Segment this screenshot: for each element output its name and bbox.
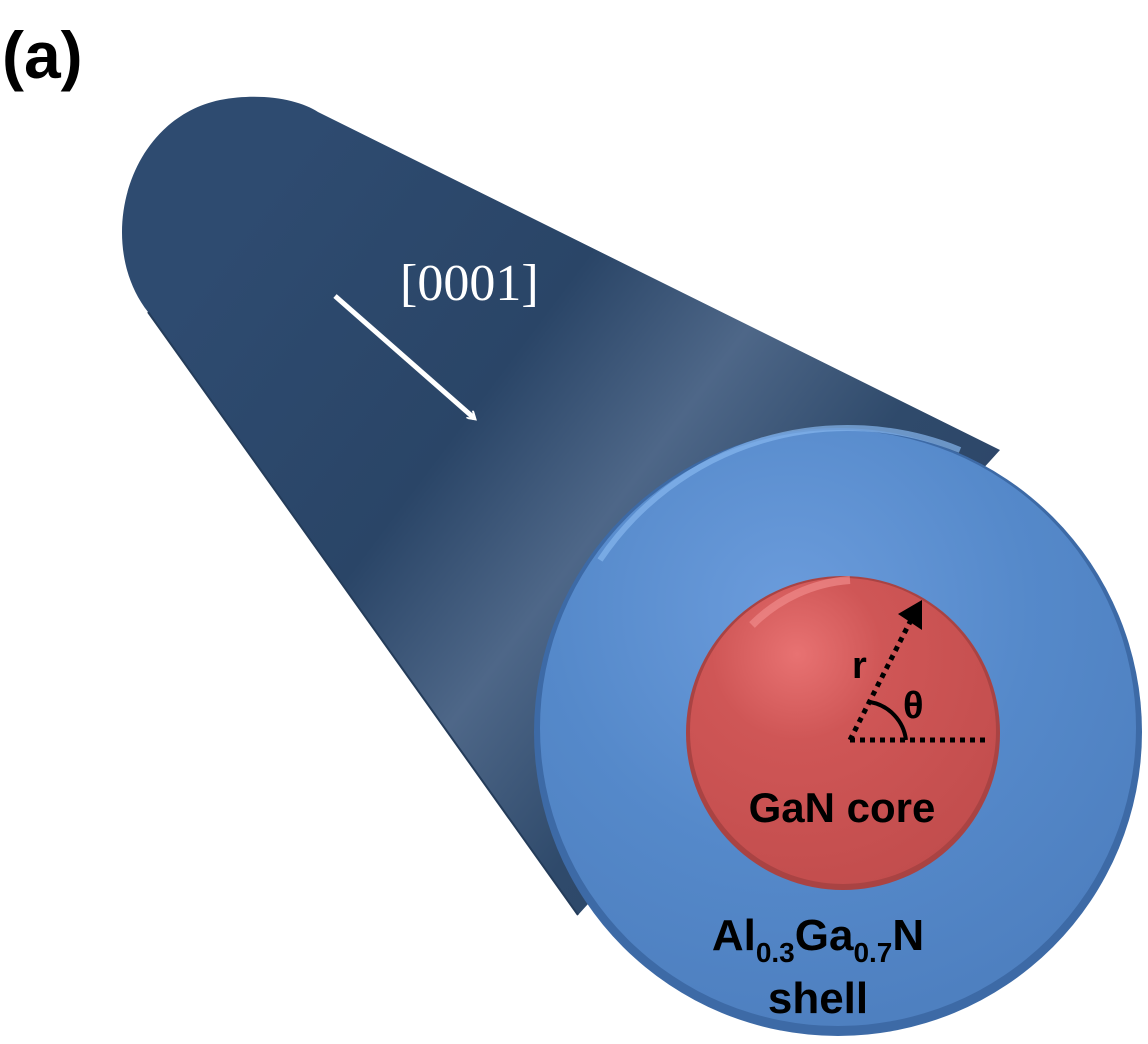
radius-arrowhead	[898, 600, 922, 630]
core-face	[686, 576, 1000, 890]
shell-formula-ga: Ga	[795, 911, 854, 960]
growth-direction-label: [0001]	[400, 255, 539, 312]
angle-symbol: θ	[903, 685, 924, 727]
radius-vector	[847, 616, 915, 742]
angle-arc	[869, 700, 908, 741]
core-label: GaN core	[749, 784, 936, 831]
shell-formula-sub-al: 0.3	[756, 937, 795, 968]
shell-formula-al: Al	[712, 911, 756, 960]
shell-word: shell	[768, 974, 868, 1023]
polar-coordinates: r θ	[847, 600, 990, 743]
shell-formula: Al0.3Ga0.7N	[712, 911, 924, 968]
shell-formula-n: N	[892, 911, 924, 960]
radius-symbol: r	[852, 645, 867, 687]
growth-direction-arrow	[333, 294, 474, 418]
panel-label: (a)	[2, 18, 83, 92]
shell-formula-sub-ga: 0.7	[853, 937, 892, 968]
